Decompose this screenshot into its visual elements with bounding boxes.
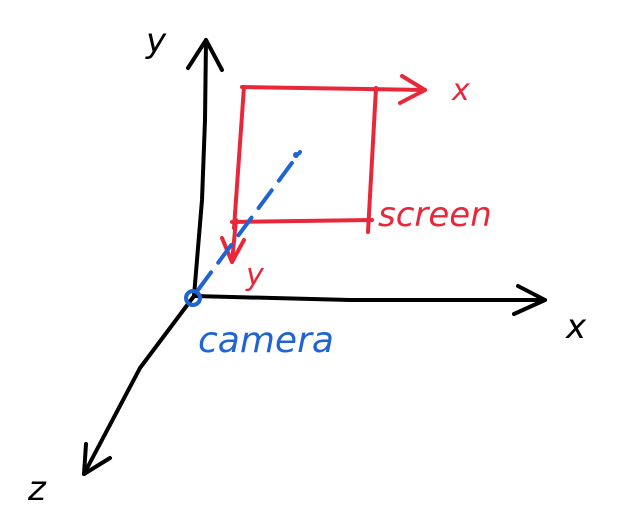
screen-rect — [220, 74, 427, 264]
world-y-label: y — [145, 21, 167, 61]
world-axes — [82, 38, 547, 476]
camera-group — [184, 150, 302, 307]
world-y-axis — [192, 38, 208, 298]
screen-y-arrowhead — [220, 236, 246, 264]
world-x-axis — [192, 294, 547, 302]
world-x-label: x — [565, 307, 587, 347]
camera-view-dot — [293, 152, 299, 158]
world-y-arrowhead — [186, 38, 224, 72]
screen-x-label: x — [451, 73, 470, 108]
screen-x-arrowhead — [398, 74, 427, 105]
screen-label: screen — [378, 195, 492, 235]
world-z-axis — [82, 294, 196, 476]
screen-top-edge — [240, 85, 427, 92]
world-z-arrowhead — [82, 442, 112, 476]
camera-label: camera — [198, 320, 334, 361]
screen-right-edge — [366, 86, 378, 234]
screen-y-label: y — [245, 258, 265, 293]
screen-y-axis — [230, 218, 238, 264]
camera-view-ray — [196, 150, 302, 292]
camera-origin-circle — [184, 289, 202, 307]
screen-bottom-edge — [230, 218, 374, 224]
world-z-label: z — [27, 469, 47, 508]
world-x-arrowhead — [512, 284, 547, 316]
screen-left-edge — [232, 85, 246, 230]
